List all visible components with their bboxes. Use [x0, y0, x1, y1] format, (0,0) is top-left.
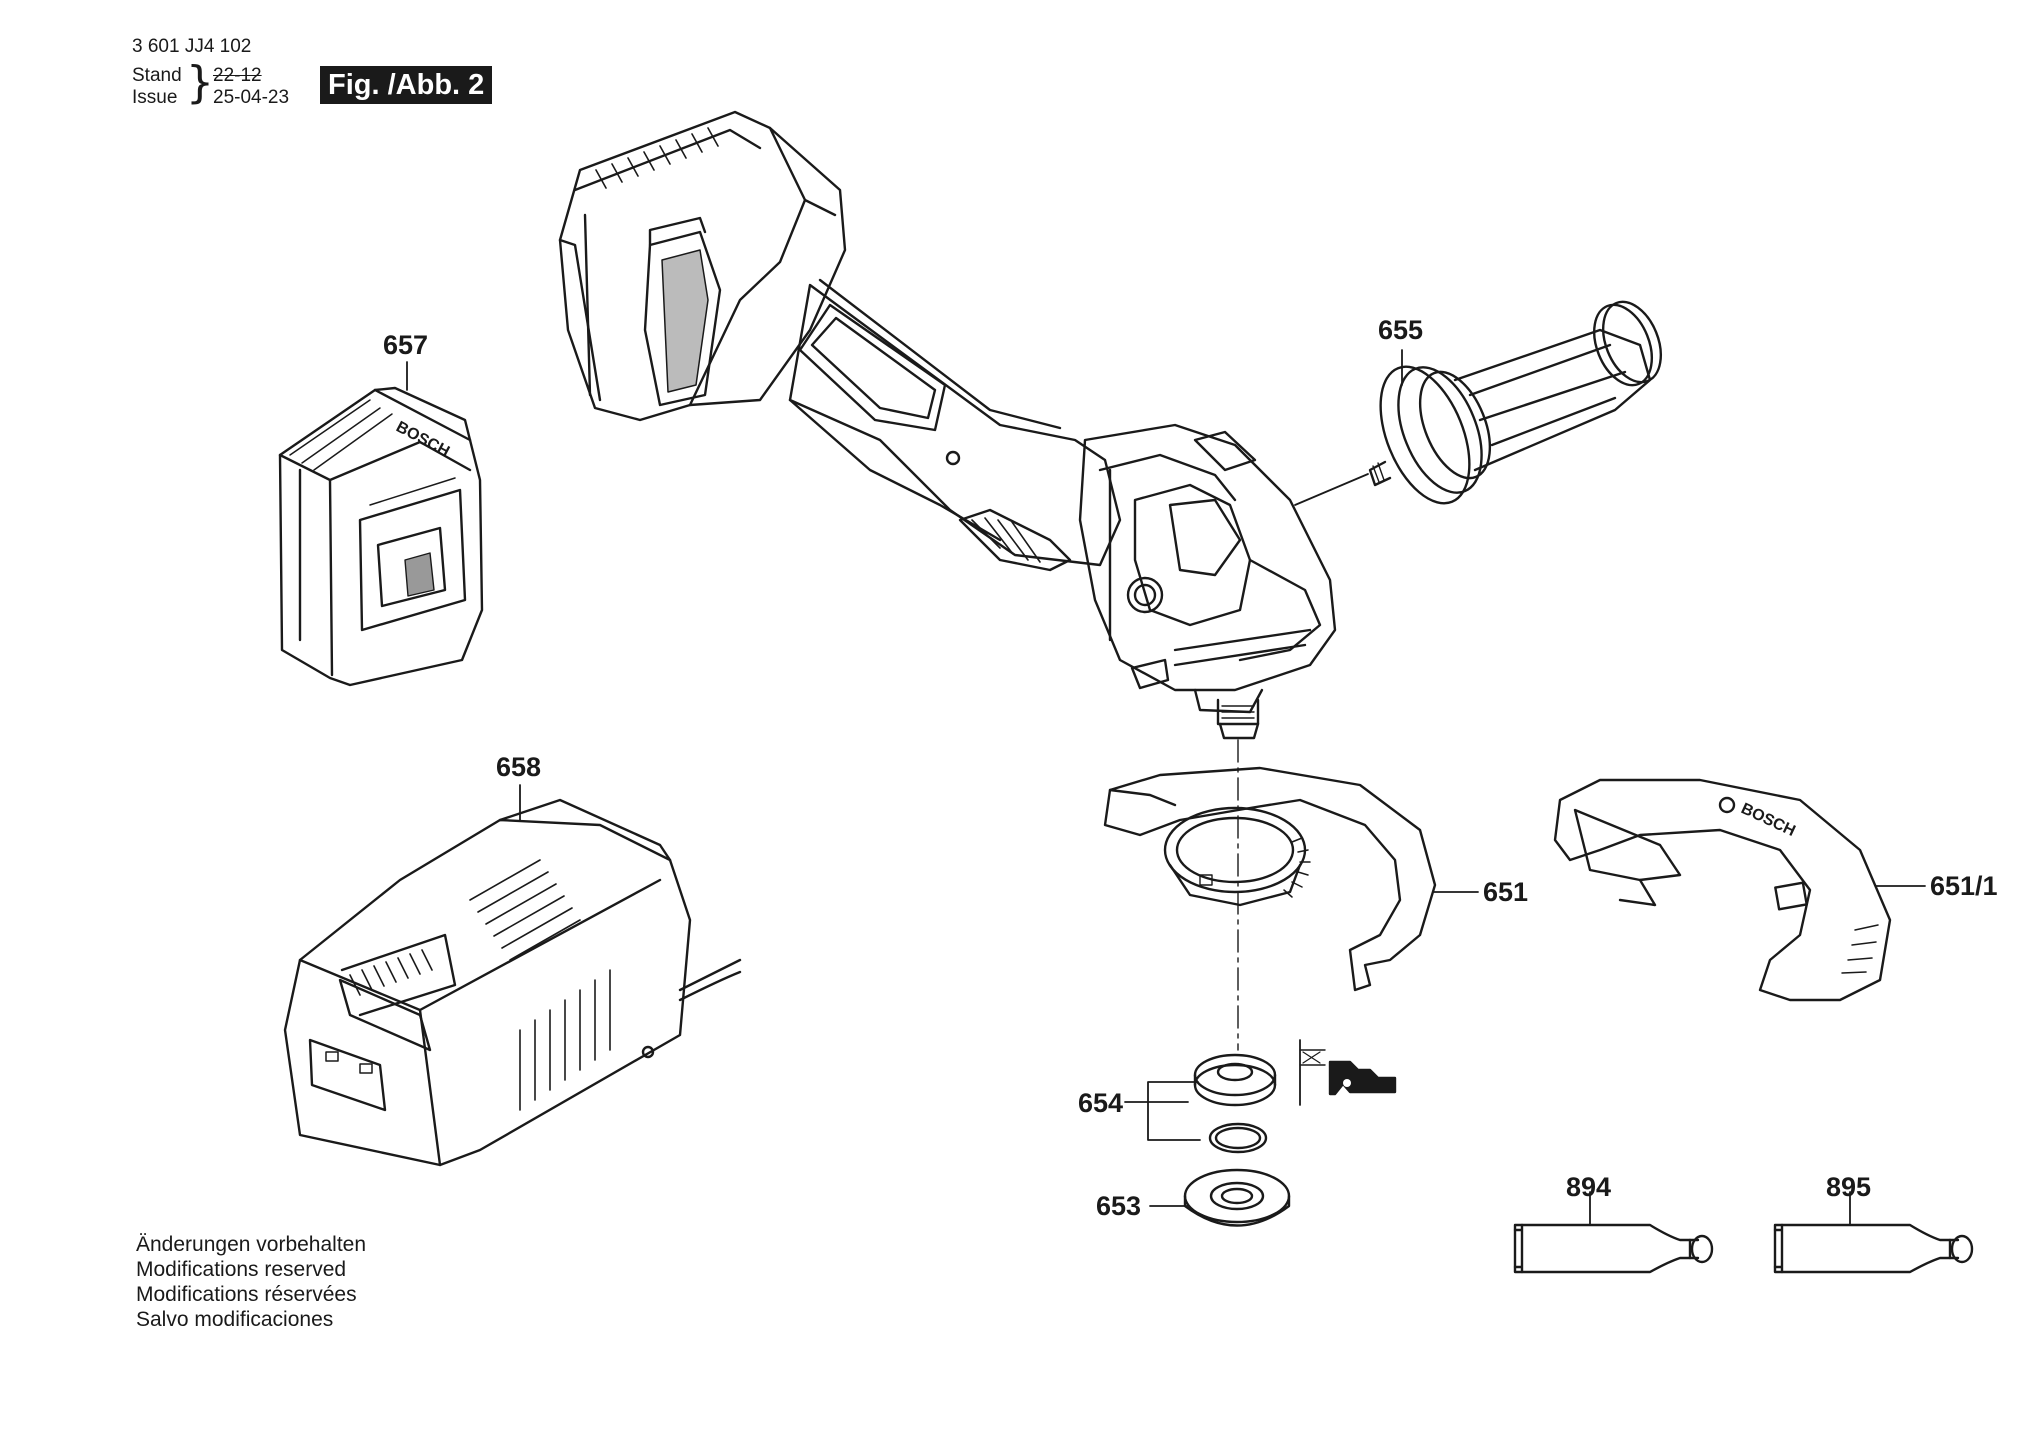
document-number: 3 601 JJ4 102 — [132, 36, 252, 57]
note-spanish: Salvo modificaciones — [136, 1308, 334, 1331]
part-label-655: 655 — [1378, 315, 1424, 345]
part-label-651-1: 651/1 — [1930, 871, 1998, 901]
part-label-657: 657 — [383, 330, 429, 360]
issue-label: Issue — [132, 87, 178, 108]
angle-grinder-drawing — [558, 110, 1337, 740]
part-657-battery: BOSCH — [278, 386, 484, 687]
figure-badge: Fig. /Abb. 2 — [320, 66, 493, 104]
part-894-grease-tube — [1513, 1223, 1714, 1274]
note-english: Modifications reserved — [136, 1258, 347, 1281]
part-654-flange — [1193, 1053, 1277, 1154]
part-label-658: 658 — [496, 752, 542, 782]
part-895-grease-tube — [1773, 1223, 1974, 1274]
stand-label: Stand — [132, 65, 182, 86]
brace-icon: } — [186, 57, 214, 108]
part-label-895: 895 — [1826, 1172, 1872, 1202]
note-german: Änderungen vorbehalten — [136, 1233, 367, 1256]
note-french: Modifications réservées — [136, 1283, 357, 1306]
part-label-654: 654 — [1078, 1088, 1124, 1118]
part-label-653: 653 — [1096, 1191, 1142, 1221]
part-651-guard — [1103, 766, 1437, 992]
part-label-651: 651 — [1483, 877, 1529, 907]
old-stand-date: 22-12 — [213, 65, 262, 86]
part-653-clamping-nut — [1183, 1168, 1291, 1227]
leader-lines — [406, 349, 1926, 1226]
guard-brand-text: BOSCH — [1738, 800, 1798, 840]
part-655-side-handle — [1294, 300, 1662, 506]
part-658-charger — [283, 798, 742, 1167]
issue-date: 25-04-23 — [213, 87, 290, 108]
flange-profile-detail-icon — [1299, 1039, 1397, 1106]
part-651-1-cutting-guard: BOSCH — [1553, 778, 1892, 1002]
part-label-894: 894 — [1566, 1172, 1612, 1202]
